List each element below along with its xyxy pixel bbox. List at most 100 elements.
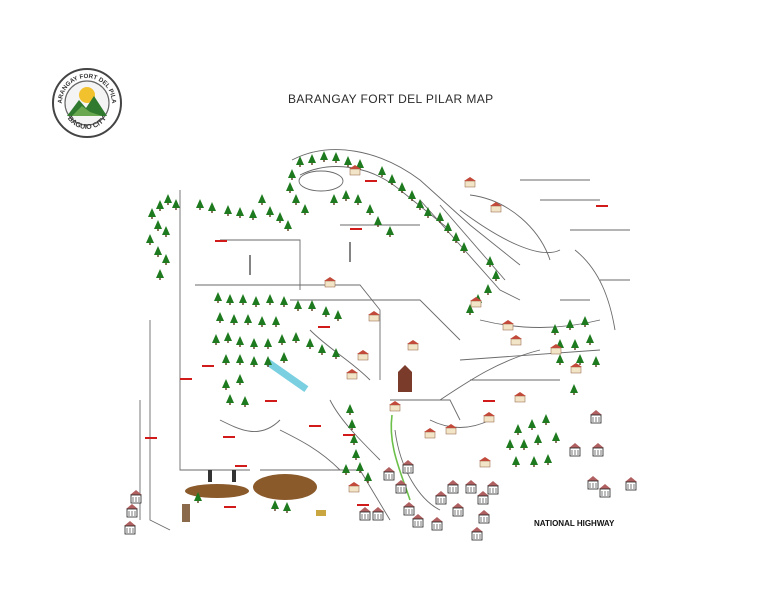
tree-icon [551,324,559,333]
tree-icon [236,374,244,383]
tree-trunk [579,363,581,365]
tree-icon [252,296,260,305]
hut-icon [130,490,142,495]
tree-icon [556,354,564,363]
road [459,349,601,361]
tree-icon [308,300,316,309]
tree-icon [172,199,180,208]
block-label-mark [318,326,330,328]
tree-trunk [253,365,255,367]
hut-icon [412,514,424,519]
hut-icon [447,480,459,485]
tree-trunk [574,348,576,350]
tree-icon [322,306,330,315]
house-roof [346,369,358,373]
tree-icon [544,454,552,463]
tree-trunk [275,325,277,327]
tree-icon [250,338,258,347]
hut-icon [403,502,415,507]
tree-icon [239,294,247,303]
block-label-mark [483,400,495,402]
tree-icon [346,404,354,413]
tree-icon [266,206,274,215]
hut-icon [487,481,499,486]
road [394,429,441,511]
tree-icon [364,472,372,481]
trees [146,151,600,513]
house-roof [445,424,457,428]
tree-icon [592,356,600,365]
tree-trunk [219,321,221,323]
road [439,204,506,281]
tree-trunk [149,243,151,245]
house-roof [407,340,419,344]
tree-icon [356,462,364,471]
tree-trunk [381,175,383,177]
tree-icon [296,156,304,165]
tree-trunk [215,343,217,345]
house-icon [502,323,514,331]
tree-icon [278,334,286,343]
tree-icon [424,207,432,216]
tree-icon [224,332,232,341]
hut-icon [590,410,602,415]
tree-icon [356,159,364,168]
tree-trunk [463,251,465,253]
barangay-seal: BARANGAY FORT DEL PILAR BAGUIO CITY [50,63,122,138]
tree-icon [264,356,272,365]
house-icon [510,338,522,346]
tree-trunk [151,217,153,219]
tree-trunk [345,199,347,201]
tree-trunk [559,363,561,365]
tree-icon [586,334,594,343]
tree-icon [280,296,288,305]
road [574,249,616,331]
tree-trunk [351,428,353,430]
tree-icon [241,396,249,405]
tree-icon [566,319,574,328]
water-pool-icon [265,358,309,393]
tree-icon [156,269,164,278]
church-icon [398,365,412,392]
hut-icon [383,467,395,472]
tree-trunk [584,325,586,327]
road [290,299,461,341]
tree-icon [344,156,352,165]
tree-icon [416,199,424,208]
tree-trunk [283,361,285,363]
tree-icon [294,300,302,309]
tree-trunk [311,163,313,165]
house-icon [348,485,360,493]
tree-trunk [267,365,269,367]
tree-trunk [325,315,327,317]
tree-icon [162,226,170,235]
tree-icon [284,220,292,229]
map-title: BARANGAY FORT DEL PILAR MAP [288,92,494,106]
tree-trunk [283,305,285,307]
tree-trunk [335,161,337,163]
tree-icon [308,154,316,163]
tree-trunk [333,203,335,205]
house-roof [349,165,361,169]
tree-icon [366,204,374,213]
tree-trunk [229,403,231,405]
tree-icon [576,354,584,363]
tree-trunk [281,343,283,345]
tree-trunk [287,229,289,231]
tree-trunk [427,216,429,218]
block-label-mark [357,504,369,506]
hut-icon [599,484,611,489]
tree-icon [154,220,162,229]
tree-icon [332,348,340,357]
tree-trunk [345,473,347,475]
house-roof [357,350,369,354]
road [299,166,451,231]
tree-trunk [252,218,254,220]
tree-trunk [509,448,511,450]
tree-icon [492,270,500,279]
house-roof [368,311,380,315]
sign-board [316,510,326,516]
tree-icon [534,434,542,443]
tree-icon [283,502,291,511]
